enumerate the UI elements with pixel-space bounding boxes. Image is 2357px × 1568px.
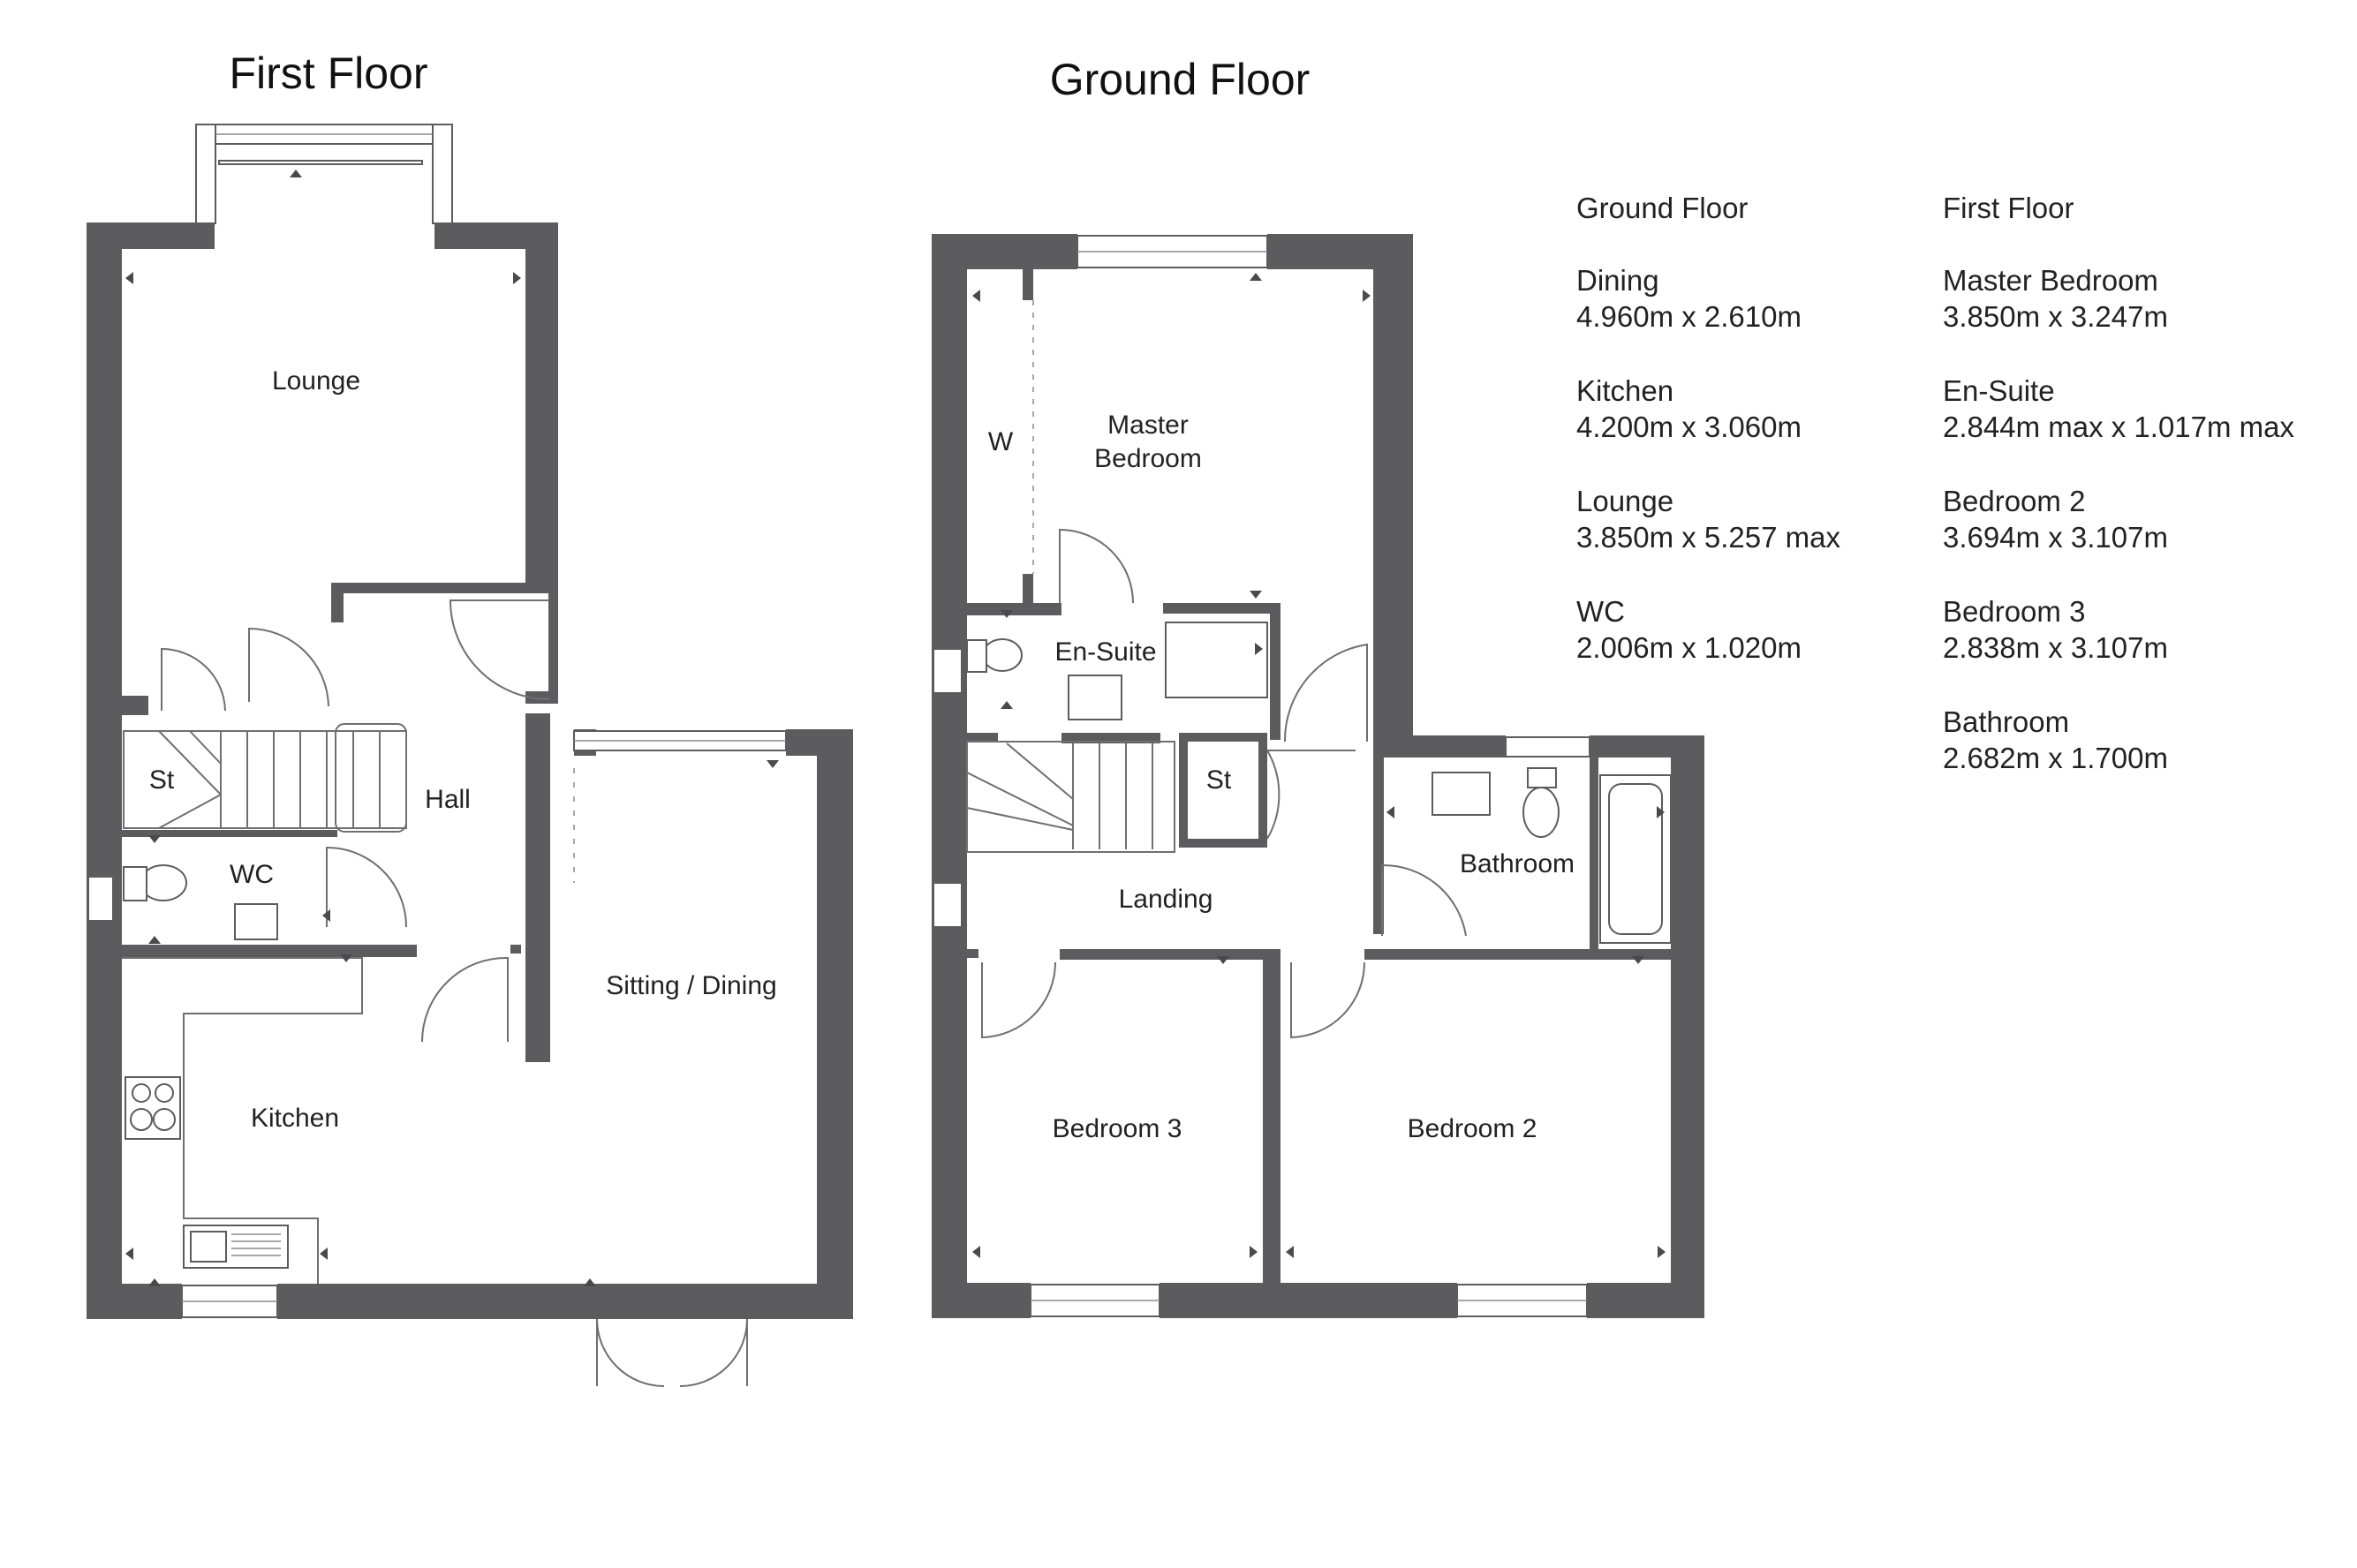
schedule-room-name: Bedroom 2 <box>1943 485 2086 517</box>
room-label-hall: Hall <box>425 785 471 814</box>
room-label-kitchen: Kitchen <box>251 1104 339 1133</box>
right-plan-title: Ground Floor <box>1050 55 1311 104</box>
first-schedule-heading: First Floor <box>1943 192 2074 224</box>
ground-floor-schedule: Ground Floor Dining 4.960m x 2.610m Kitc… <box>1576 190 1840 704</box>
schedule-room-size: 4.200m x 3.060m <box>1576 411 1802 443</box>
room-label-master-line1: Master <box>1107 411 1189 440</box>
room-label-store-right: St <box>1206 765 1232 795</box>
schedule-room-name: Bathroom <box>1943 705 2070 738</box>
room-label-landing: Landing <box>1119 885 1213 914</box>
schedule-room-name: Kitchen <box>1576 374 1674 407</box>
room-label-bedroom-2: Bedroom 2 <box>1408 1114 1537 1143</box>
schedule-entry: En-Suite 2.844m max x 1.017m max <box>1943 373 2294 445</box>
schedule-room-name: Bedroom 3 <box>1943 595 2086 628</box>
room-label-en-suite: En-Suite <box>1054 637 1156 667</box>
schedule-entry: Bathroom 2.682m x 1.700m <box>1943 704 2294 776</box>
room-label-wc: WC <box>230 860 274 889</box>
schedule-room-size: 4.960m x 2.610m <box>1576 300 1802 333</box>
first-floor-schedule: First Floor Master Bedroom 3.850m x 3.24… <box>1943 190 2294 814</box>
schedule-room-size: 2.682m x 1.700m <box>1943 742 2168 774</box>
schedule-entry: WC 2.006m x 1.020m <box>1576 593 1840 666</box>
room-label-master-line2: Bedroom <box>1094 444 1202 473</box>
room-label-wardrobe: W <box>988 427 1014 456</box>
room-label-bathroom: Bathroom <box>1460 849 1575 878</box>
schedule-entry: Bedroom 3 2.838m x 3.107m <box>1943 593 2294 666</box>
schedule-entry: Bedroom 2 3.694m x 3.107m <box>1943 483 2294 555</box>
schedule-room-name: Lounge <box>1576 485 1674 517</box>
schedule-room-name: Dining <box>1576 264 1659 297</box>
right-floor-plan <box>932 234 1704 1318</box>
schedule-room-size: 2.838m x 3.107m <box>1943 631 2168 664</box>
schedule-room-size: 3.694m x 3.107m <box>1943 521 2168 554</box>
schedule-room-size: 2.006m x 1.020m <box>1576 631 1802 664</box>
right-staircase <box>966 741 1175 853</box>
schedule-room-size: 3.850m x 5.257 max <box>1576 521 1840 554</box>
left-plan-title: First Floor <box>230 49 428 98</box>
room-label-bedroom-3: Bedroom 3 <box>1053 1114 1182 1143</box>
left-staircase <box>123 723 407 833</box>
schedule-entry: Master Bedroom 3.850m x 3.247m <box>1943 262 2294 335</box>
schedule-room-size: 3.850m x 3.247m <box>1943 300 2168 333</box>
schedule-entry: Dining 4.960m x 2.610m <box>1576 262 1840 335</box>
bay-window <box>195 124 453 224</box>
ground-schedule-heading: Ground Floor <box>1576 192 1749 224</box>
schedule-entry: Kitchen 4.200m x 3.060m <box>1576 373 1840 445</box>
left-floor-plan <box>87 124 853 1387</box>
schedule-room-name: WC <box>1576 595 1625 628</box>
room-label-store-left: St <box>149 765 175 795</box>
schedule-entry: Lounge 3.850m x 5.257 max <box>1576 483 1840 555</box>
schedule-room-name: En-Suite <box>1943 374 2055 407</box>
room-label-lounge: Lounge <box>272 366 360 396</box>
room-label-sitting-dining: Sitting / Dining <box>606 971 776 1000</box>
schedule-room-name: Master Bedroom <box>1943 264 2158 297</box>
schedule-room-size: 2.844m max x 1.017m max <box>1943 411 2294 443</box>
kitchen-fittings <box>122 957 363 1284</box>
